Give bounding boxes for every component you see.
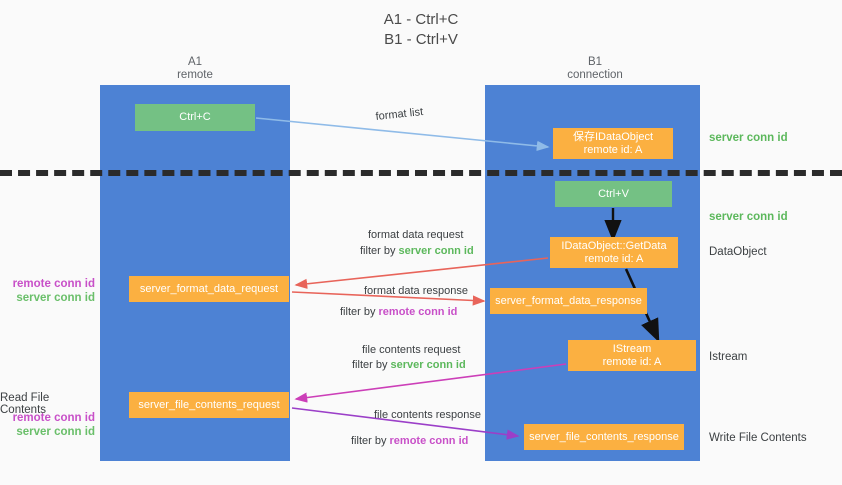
node-server-file-contents-request[interactable]: server_file_contents_request — [129, 392, 289, 418]
filter-key-1: server conn id — [398, 245, 474, 257]
node-idataobject-label: 保存IDataObject — [572, 130, 654, 143]
filter-prefix-4: filter by — [351, 435, 390, 447]
node-ctrl-c[interactable]: Ctrl+C — [135, 104, 255, 131]
edge-label-format-data-request-filter: filter by server conn id — [360, 245, 474, 257]
annotation-server-conn-id-top: server conn id — [709, 132, 788, 144]
annotation-server-conn-id-2: server conn id — [16, 426, 95, 438]
node-ctrl-v-label: Ctrl+V — [598, 187, 629, 200]
edge-label-format-data-response: format data response — [364, 285, 468, 297]
annotation-write-file-contents: Write File Contents — [709, 432, 807, 444]
column-b1-role: connection — [567, 69, 623, 81]
column-header-b1: B1 connection — [530, 56, 660, 82]
filter-prefix-2: filter by — [340, 306, 379, 318]
filter-key-4: remote conn id — [389, 435, 469, 447]
node-server-file-contents-response[interactable]: server_file_contents_response — [524, 424, 684, 450]
column-b1-name: B1 — [587, 56, 603, 68]
edge-label-file-contents-response: file contents response — [374, 409, 482, 421]
node-server-file-contents-request-label: server_file_contents_request — [138, 398, 280, 411]
column-a1-role: remote — [177, 69, 213, 81]
title-line-2: B1 - Ctrl+V — [384, 31, 458, 48]
node-server-format-data-response[interactable]: server_format_data_response — [490, 288, 647, 314]
title-line-1: A1 - Ctrl+C — [383, 11, 459, 28]
filter-prefix-3: filter by — [352, 359, 391, 371]
edge-label-file-contents-response-filter: filter by remote conn id — [351, 435, 468, 447]
page-title: A1 - Ctrl+C B1 - Ctrl+V — [0, 10, 842, 50]
node-ctrl-c-label: Ctrl+C — [179, 111, 211, 123]
annotation-remote-conn-id-1: remote conn id — [12, 278, 95, 290]
node-getdata-subtitle: remote id: A — [584, 252, 644, 265]
filter-prefix-1: filter by — [360, 245, 399, 257]
annotation-server-conn-id-mid: server conn id — [709, 211, 788, 223]
node-istream-label: IStream — [612, 342, 652, 355]
annotation-server-conn-id-1: server conn id — [16, 292, 95, 304]
node-server-format-data-response-label: server_format_data_response — [495, 294, 642, 307]
column-header-a1: A1 remote — [130, 56, 260, 82]
edge-label-file-contents-request: file contents request — [362, 344, 461, 356]
node-ctrl-v[interactable]: Ctrl+V — [555, 181, 672, 207]
node-server-format-data-request[interactable]: server_format_data_request — [129, 276, 289, 302]
edge-label-file-contents-request-filter: filter by server conn id — [352, 359, 466, 371]
node-idataobject-subtitle: remote id: A — [583, 143, 643, 156]
node-idataobject[interactable]: 保存IDataObject remote id: A — [553, 128, 673, 159]
annotation-read-file-contents: Read File Contents — [0, 392, 50, 416]
node-getdata[interactable]: IDataObject::GetData remote id: A — [550, 237, 678, 268]
edge-label-format-data-response-filter: filter by remote conn id — [340, 306, 457, 318]
node-server-format-data-request-label: server_format_data_request — [139, 282, 279, 295]
annotation-conn-ids-lower: remote conn id server conn id — [0, 411, 95, 439]
filter-key-3: server conn id — [390, 359, 466, 371]
column-a1-name: A1 — [187, 56, 203, 68]
filter-key-2: remote conn id — [378, 306, 458, 318]
node-getdata-label: IDataObject::GetData — [561, 239, 667, 252]
phase-divider — [0, 170, 842, 176]
annotation-istream: Istream — [709, 351, 748, 363]
node-istream[interactable]: IStream remote id: A — [568, 340, 696, 371]
node-istream-subtitle: remote id: A — [602, 355, 662, 368]
edge-label-format-data-request: format data request — [368, 229, 464, 241]
annotation-conn-ids-upper: remote conn id server conn id — [0, 277, 95, 305]
annotation-remote-conn-id-2: remote conn id — [12, 412, 95, 424]
annotation-dataobject: DataObject — [709, 246, 767, 258]
edge-label-format-list: format list — [375, 106, 424, 123]
node-server-file-contents-response-label: server_file_contents_response — [529, 430, 679, 443]
